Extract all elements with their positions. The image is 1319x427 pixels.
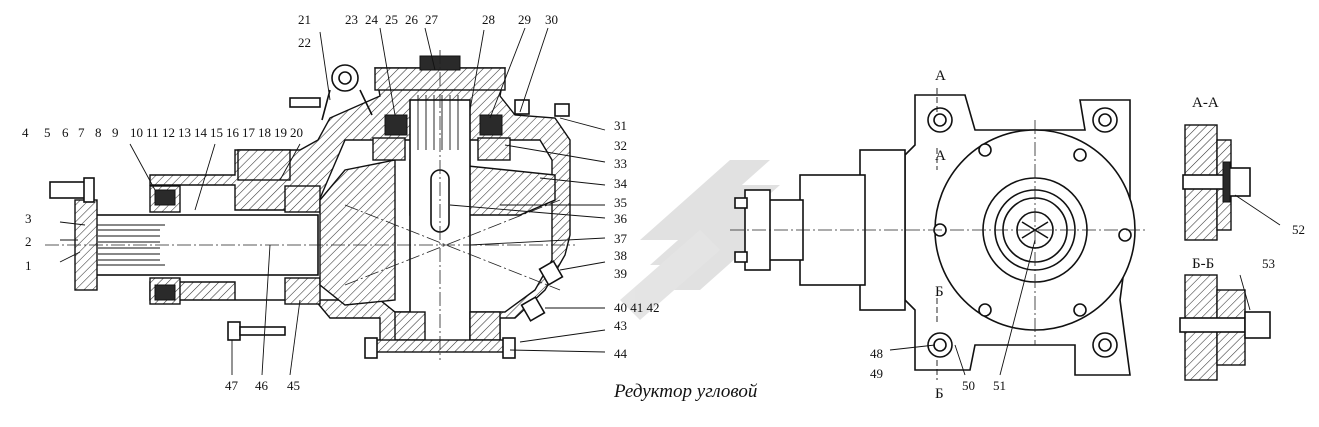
callout-37: 37 xyxy=(614,231,628,246)
main-section-view xyxy=(45,50,575,360)
callout-А: А xyxy=(935,148,946,164)
input-adapter xyxy=(799,174,866,286)
callout-3: 3 xyxy=(25,211,32,226)
housing-bolts xyxy=(933,143,1132,317)
callout-39: 39 xyxy=(614,266,627,281)
callout-8: 8 xyxy=(95,125,102,140)
callout-16: 16 xyxy=(226,125,240,140)
callout-25: 25 xyxy=(385,12,398,27)
callout-11: 11 xyxy=(146,125,159,140)
callout-52: 52 xyxy=(1292,222,1305,237)
callout-53: 53 xyxy=(1262,256,1275,271)
callout-31: 31 xyxy=(614,118,627,133)
callout-15: 15 xyxy=(210,125,223,140)
callout-Редуктор-угловой: Редуктор угловой xyxy=(613,381,758,402)
callout-4: 4 xyxy=(22,125,29,140)
mount-bolt xyxy=(227,321,241,341)
upper-bearing-left xyxy=(384,114,408,136)
callout-1: 1 xyxy=(25,258,32,273)
section-b-b xyxy=(1179,274,1271,381)
callout-А-А: А-А xyxy=(1192,95,1219,111)
callout-22: 22 xyxy=(298,35,311,50)
callout-10: 10 xyxy=(130,125,143,140)
output-splines xyxy=(417,95,459,150)
callout-51: 51 xyxy=(993,378,1006,393)
spline-lines xyxy=(98,229,160,261)
callout-50: 50 xyxy=(962,378,975,393)
callout-5: 5 xyxy=(44,125,51,140)
callout-А: А xyxy=(935,68,946,84)
callout-38: 38 xyxy=(614,248,627,263)
callout-9: 9 xyxy=(112,125,119,140)
filler-plug xyxy=(520,296,546,322)
bearing-right-top xyxy=(284,185,321,213)
upper-bearing-right xyxy=(479,114,503,136)
callout-30: 30 xyxy=(545,12,558,27)
callout-43: 43 xyxy=(614,318,627,333)
callout-49: 49 xyxy=(870,366,883,381)
callout-35: 35 xyxy=(614,195,627,210)
callout-46: 46 xyxy=(255,378,269,393)
lower-bearing-left xyxy=(394,311,426,341)
callout-26: 26 xyxy=(405,12,419,27)
callout-47: 47 xyxy=(225,378,239,393)
callout-32: 32 xyxy=(614,138,627,153)
callout-24: 24 xyxy=(365,12,379,27)
bottom-cover xyxy=(371,339,508,353)
callout-40-41-42: 40 41 42 xyxy=(614,300,660,315)
front-view xyxy=(730,94,1145,376)
callout-14: 14 xyxy=(194,125,208,140)
callout-48: 48 xyxy=(870,346,883,361)
callout-13: 13 xyxy=(178,125,191,140)
gear-boss xyxy=(237,149,291,181)
callout-Б: Б xyxy=(935,284,944,300)
breather xyxy=(554,103,570,117)
callout-28: 28 xyxy=(482,12,495,27)
lifting-eye xyxy=(331,64,359,92)
drain-plug xyxy=(538,260,564,286)
callout-44: 44 xyxy=(614,346,628,361)
leader-lines xyxy=(59,27,1281,376)
callout-23: 23 xyxy=(345,12,358,27)
callout-12: 12 xyxy=(162,125,175,140)
callout-20: 20 xyxy=(290,125,303,140)
lower-bearing-right xyxy=(469,311,501,341)
callout-2: 2 xyxy=(25,234,32,249)
callout-36: 36 xyxy=(614,211,628,226)
callout-21: 21 xyxy=(298,12,311,27)
callout-17: 17 xyxy=(242,125,256,140)
callout-19: 19 xyxy=(274,125,287,140)
callout-Б: Б xyxy=(935,386,944,402)
callout-6: 6 xyxy=(62,125,69,140)
callout-Б-Б: Б-Б xyxy=(1192,256,1214,272)
side-bolt xyxy=(289,97,321,108)
callout-27: 27 xyxy=(425,12,439,27)
bevel-pinion xyxy=(319,159,396,306)
callout-7: 7 xyxy=(78,125,85,140)
callout-29: 29 xyxy=(518,12,531,27)
callout-18: 18 xyxy=(258,125,271,140)
section-a-a xyxy=(1182,124,1251,241)
corner-holes xyxy=(927,107,1118,358)
callout-33: 33 xyxy=(614,156,627,171)
callout-45: 45 xyxy=(287,378,300,393)
callout-34: 34 xyxy=(614,176,628,191)
bearing-right-bottom xyxy=(284,277,321,305)
